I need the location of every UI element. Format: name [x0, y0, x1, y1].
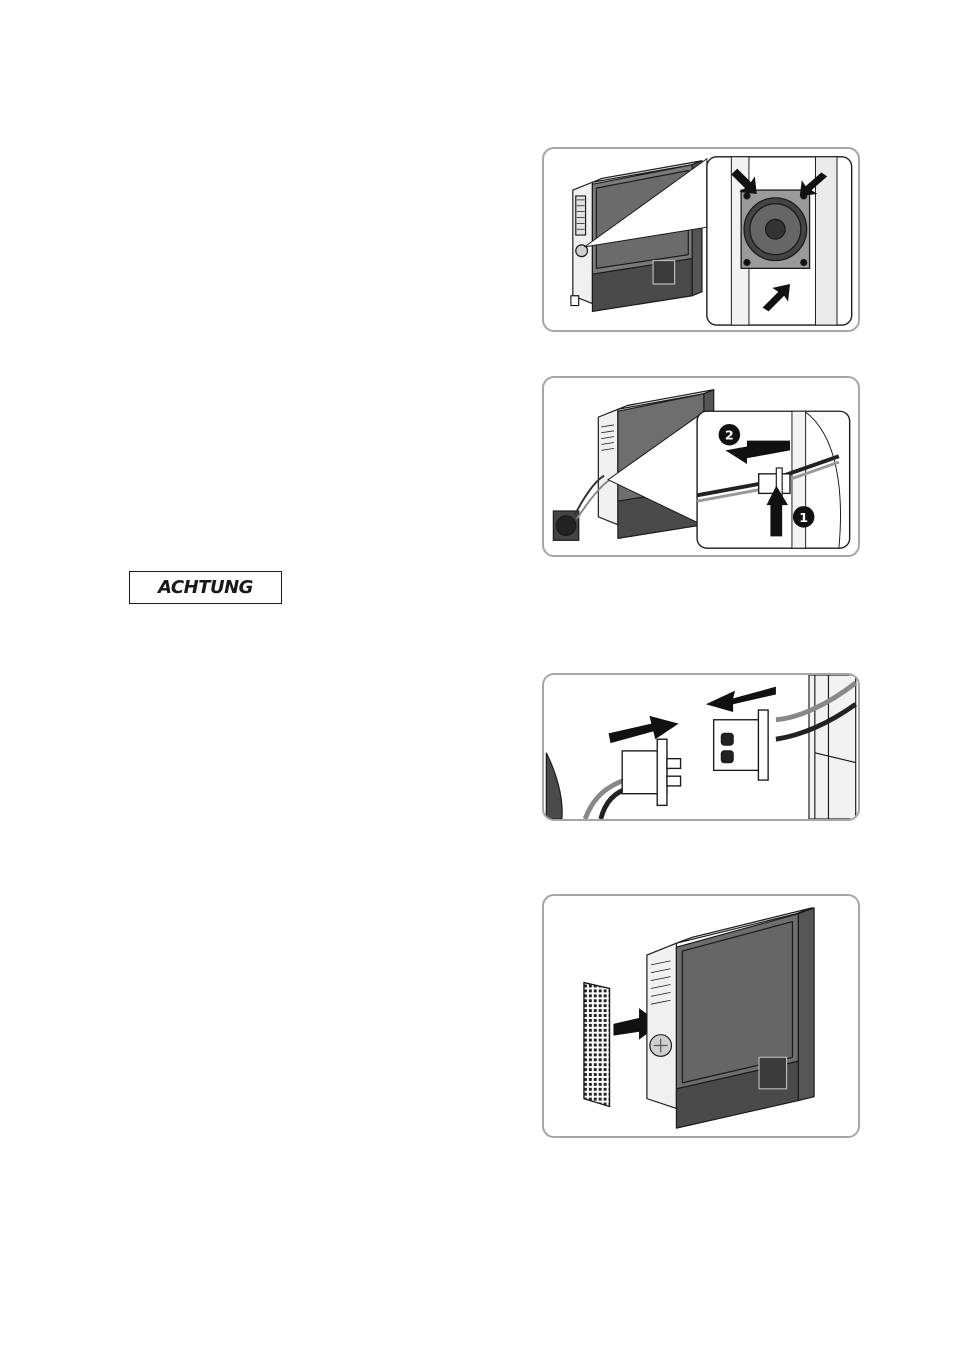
plug-connector-icon: [621, 738, 682, 807]
ventilation-grid-icon: [583, 981, 611, 1108]
notice-label: ACHTUNG: [158, 577, 253, 598]
figure-connector-plug: [542, 673, 860, 821]
step-marker-2: 2: [718, 423, 741, 446]
zoom-detail: 2 1: [696, 410, 851, 549]
arrow-icons: [731, 168, 828, 312]
fan-cable-unplug-illustration: 2 1: [552, 389, 851, 549]
figure-fan-mount: [542, 147, 860, 332]
notice-box: ACHTUNG: [129, 571, 282, 604]
step-number: 1: [799, 510, 808, 525]
fan-mount-illustration: [570, 156, 853, 326]
figure-filter-insert: [542, 894, 860, 1138]
inverter-housing: [646, 907, 815, 1129]
step-number: 2: [725, 428, 734, 443]
filter-insert-illustration: [583, 907, 815, 1129]
fan-icon: [552, 474, 611, 541]
zoom-detail: [706, 156, 853, 326]
housing-edge: [545, 675, 857, 819]
fan-icon: [740, 189, 811, 269]
step-marker-1: 1: [792, 506, 815, 528]
arrow-icons: [608, 686, 776, 744]
connector-plug-illustration: [545, 675, 858, 819]
socket-connector-icon: [712, 709, 769, 781]
arrow-icons: [725, 440, 790, 537]
figure-fan-cable-unplug: 2 1: [542, 376, 860, 557]
